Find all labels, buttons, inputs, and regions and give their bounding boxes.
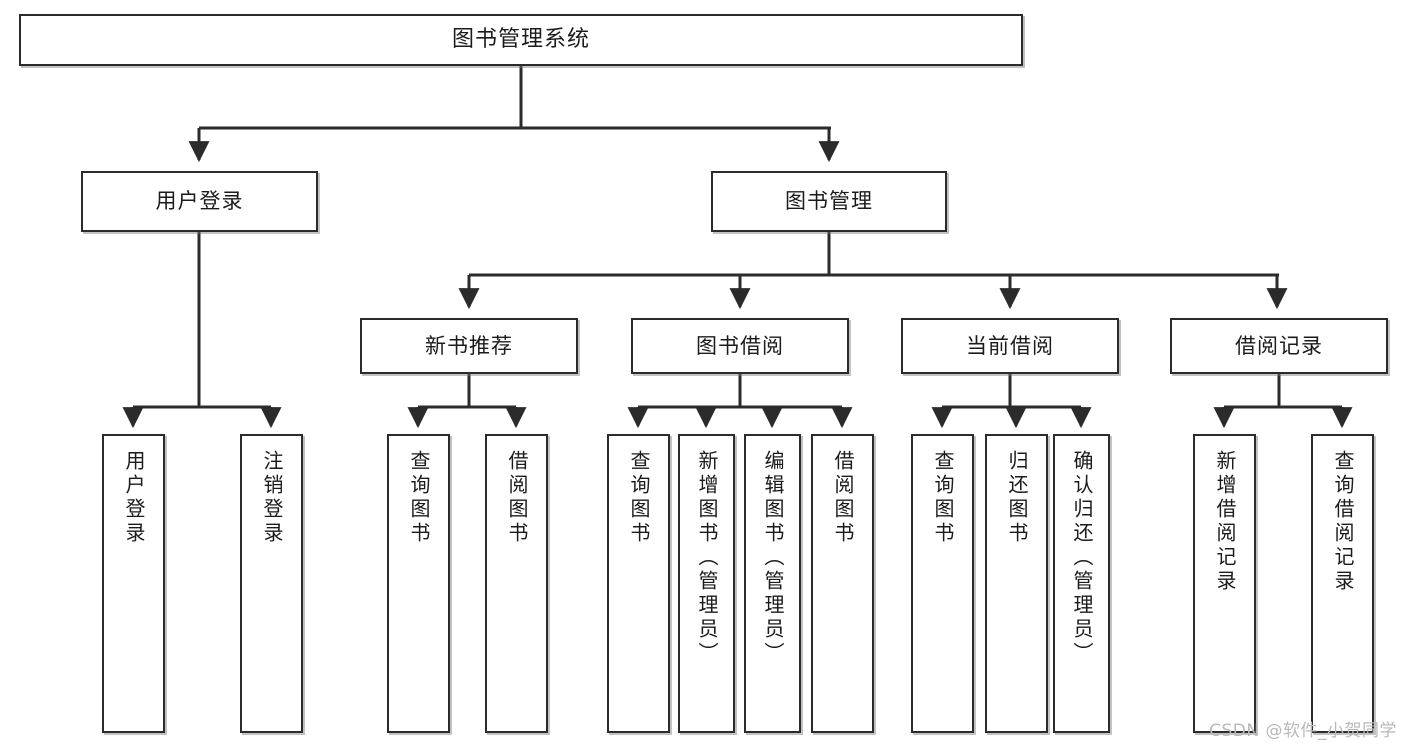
node-leaf-add-borrow-record-label: 新增借阅记录 — [1213, 450, 1237, 594]
node-leaf-add-book-admin[interactable]: 新增图书（管理员） — [678, 434, 735, 733]
node-leaf-confirm-return-admin[interactable]: 确认归还（管理员） — [1053, 434, 1110, 733]
node-leaf-query-book-3-label: 查询图书 — [931, 450, 955, 546]
node-leaf-user-login[interactable]: 用户登录 — [102, 434, 165, 733]
node-leaf-user-logout-label: 注销登录 — [260, 450, 284, 546]
node-leaf-return-book[interactable]: 归还图书 — [985, 434, 1048, 733]
node-borrow-record-label: 借阅记录 — [1235, 333, 1323, 358]
node-leaf-edit-book-admin-label: 编辑图书（管理员） — [761, 450, 785, 666]
node-leaf-query-book-1-label: 查询图书 — [407, 450, 431, 546]
node-leaf-user-login-label: 用户登录 — [122, 450, 146, 546]
node-current-borrow-label: 当前借阅 — [966, 333, 1054, 358]
node-leaf-borrow-book-1[interactable]: 借阅图书 — [485, 434, 548, 733]
node-leaf-borrow-book-1-label: 借阅图书 — [505, 450, 529, 546]
node-leaf-edit-book-admin[interactable]: 编辑图书（管理员） — [744, 434, 801, 733]
node-leaf-query-book-1[interactable]: 查询图书 — [387, 434, 450, 733]
node-book-borrow[interactable]: 图书借阅 — [631, 318, 849, 374]
node-book-manage[interactable]: 图书管理 — [711, 171, 947, 232]
node-book-manage-label: 图书管理 — [785, 189, 873, 214]
node-leaf-query-borrow-record-label: 查询借阅记录 — [1331, 450, 1355, 594]
node-book-borrow-label: 图书借阅 — [696, 333, 784, 358]
node-leaf-query-book-2-label: 查询图书 — [627, 450, 651, 546]
node-leaf-confirm-return-admin-label: 确认归还（管理员） — [1070, 450, 1094, 666]
node-leaf-add-book-admin-label: 新增图书（管理员） — [695, 450, 719, 666]
node-leaf-user-logout[interactable]: 注销登录 — [240, 434, 303, 733]
node-leaf-query-book-3[interactable]: 查询图书 — [911, 434, 974, 733]
node-user-login[interactable]: 用户登录 — [81, 171, 318, 232]
node-borrow-record[interactable]: 借阅记录 — [1170, 318, 1388, 374]
node-leaf-borrow-book-2[interactable]: 借阅图书 — [811, 434, 874, 733]
node-user-login-label: 用户登录 — [155, 189, 244, 214]
node-leaf-add-borrow-record[interactable]: 新增借阅记录 — [1193, 434, 1256, 733]
node-leaf-borrow-book-2-label: 借阅图书 — [831, 450, 855, 546]
node-new-book-rec[interactable]: 新书推荐 — [360, 318, 578, 374]
node-leaf-return-book-label: 归还图书 — [1005, 450, 1029, 546]
node-current-borrow[interactable]: 当前借阅 — [901, 318, 1119, 374]
node-new-book-rec-label: 新书推荐 — [425, 333, 513, 358]
node-leaf-query-book-2[interactable]: 查询图书 — [607, 434, 670, 733]
node-root-label: 图书管理系统 — [451, 27, 590, 53]
node-leaf-query-borrow-record[interactable]: 查询借阅记录 — [1311, 434, 1374, 733]
node-root[interactable]: 图书管理系统 — [19, 14, 1023, 66]
